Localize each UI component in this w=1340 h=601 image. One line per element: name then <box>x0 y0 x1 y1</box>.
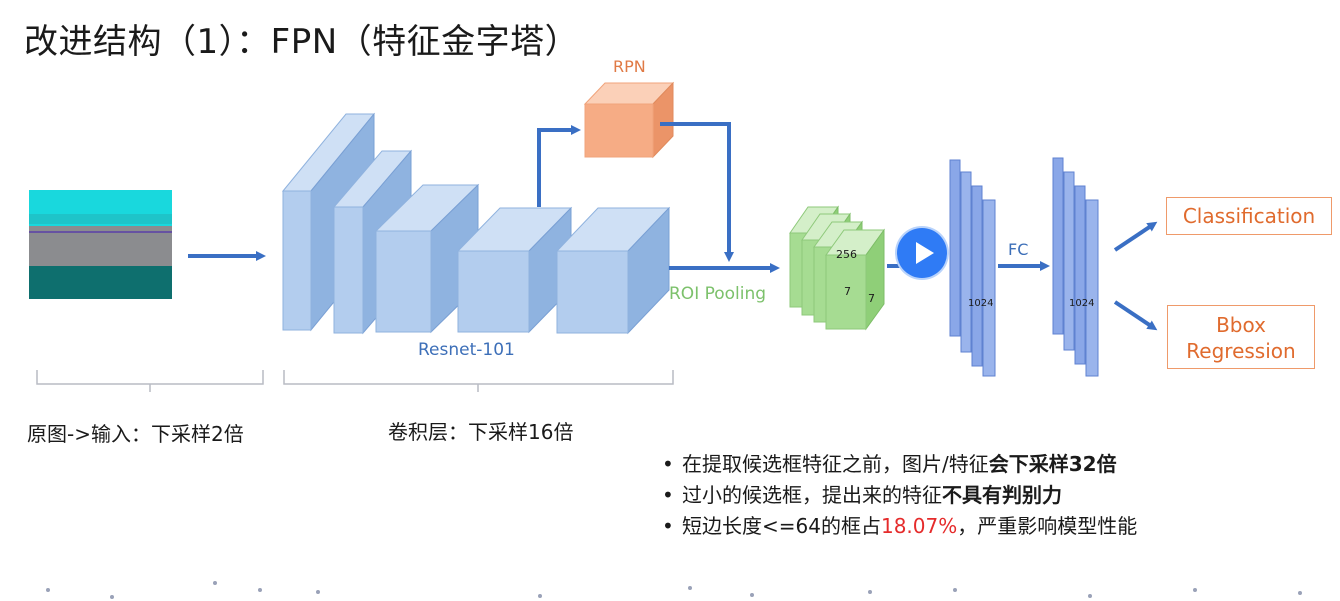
roi-feature-maps <box>789 205 885 331</box>
arrow-to-rpn <box>537 125 581 207</box>
bbox-label-line1: Bbox <box>1216 313 1266 337</box>
backbone-label: Resnet-101 <box>418 340 515 360</box>
conv-caption: 卷积层：下采样16倍 <box>388 420 574 444</box>
fc2-size-label: 1024 <box>1069 298 1095 309</box>
bbox-arrow <box>1113 300 1158 331</box>
bbox-regression-box: Bbox Regression <box>1167 305 1315 369</box>
bullet-item: •过小的候选框，提出来的特征不具有判别力 <box>662 483 1062 507</box>
feature-channels-label: 256 <box>836 248 857 261</box>
input-caption: 原图->输入：下采样2倍 <box>27 422 244 446</box>
slide-title: 改进结构（1）：FPN（特征金字塔） <box>24 22 580 62</box>
bullet-list: •在提取候选框特征之前，图片/特征会下采样32倍 •过小的候选框，提出来的特征不… <box>662 449 1137 542</box>
rpn-label: RPN <box>613 57 646 76</box>
input-brace <box>36 370 264 392</box>
play-button-icon[interactable] <box>897 228 947 278</box>
conv-block-4 <box>456 206 573 334</box>
cls-arrow <box>1113 221 1158 252</box>
fc-layer-1 <box>949 159 996 377</box>
arrow-from-rpn <box>660 122 734 262</box>
bullet-item: •短边长度<=64的框占18.07%，严重影响模型性能 <box>662 514 1138 538</box>
feature-w-label: 7 <box>868 292 875 305</box>
classification-label: Classification <box>1182 204 1316 228</box>
conv-block-3 <box>374 183 480 334</box>
fc1-size-label: 1024 <box>968 298 994 309</box>
rpn-cube <box>583 81 675 159</box>
conv-brace <box>283 370 674 392</box>
conv-block-5 <box>555 206 671 335</box>
feature-h-label: 7 <box>844 285 851 298</box>
bottom-decoration <box>46 581 1302 599</box>
fc-label: FC <box>1008 240 1029 259</box>
fc-layer-2 <box>1052 157 1099 377</box>
input-image <box>29 190 172 299</box>
bbox-label-line2: Regression <box>1186 339 1296 363</box>
roi-pooling-label: ROI Pooling <box>669 284 767 304</box>
bullet-item: •在提取候选框特征之前，图片/特征会下采样32倍 <box>662 452 1117 476</box>
classification-box: Classification <box>1166 197 1332 235</box>
